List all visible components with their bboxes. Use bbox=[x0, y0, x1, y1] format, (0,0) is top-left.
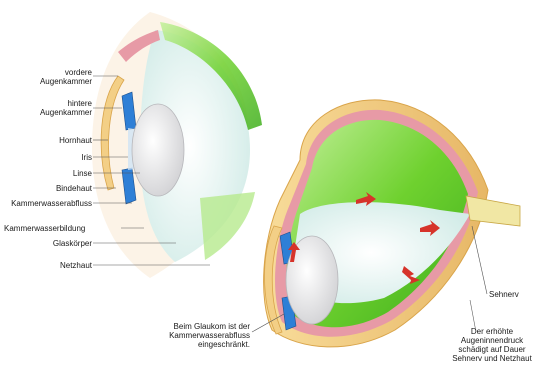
label-glaukom-note: Beim Glaukom ist der Kammerwasserabfluss… bbox=[152, 322, 250, 349]
label-bindehaut: Bindehaut bbox=[4, 184, 92, 193]
label-hornhaut: Hornhaut bbox=[4, 136, 92, 145]
left-lens bbox=[132, 104, 184, 196]
label-hintere-augenkammer: hintere Augenkammer bbox=[4, 99, 92, 117]
left-retina-bottom bbox=[200, 192, 255, 260]
label-vordere-augenkammer: vordere Augenkammer bbox=[4, 68, 92, 86]
right-eye bbox=[264, 100, 520, 347]
label-sehnerv: Sehnerv bbox=[489, 290, 537, 299]
label-glaskoerper: Glaskörper bbox=[4, 239, 92, 248]
label-kammerwasserabfluss: Kammerwasserabfluss bbox=[4, 199, 92, 208]
left-eye bbox=[92, 12, 262, 278]
label-netzhaut: Netzhaut bbox=[4, 261, 92, 270]
label-kammerwasserbildung: Kammerwasserbildung bbox=[4, 224, 120, 233]
label-linse: Linse bbox=[4, 169, 92, 178]
label-iris: Iris bbox=[4, 153, 92, 162]
label-druck-note: Der erhöhte Augeninnendruck schädigt auf… bbox=[448, 327, 536, 363]
